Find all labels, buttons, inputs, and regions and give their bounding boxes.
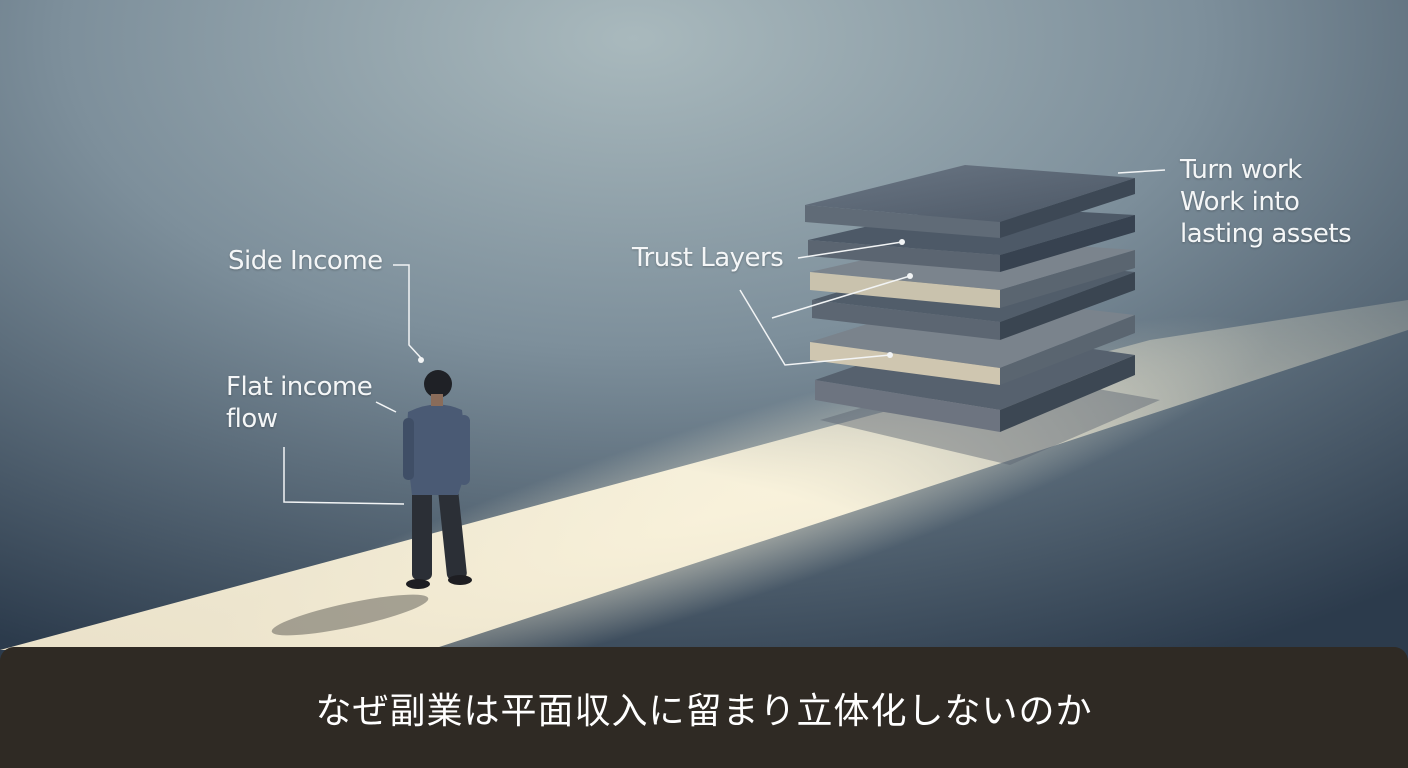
label-line: flow xyxy=(226,404,278,434)
label-turn-work: Turn work Work into lasting assets xyxy=(1180,154,1352,250)
label-line: Flat income xyxy=(226,372,373,402)
trust-layer-stack xyxy=(805,165,1135,432)
person-figure xyxy=(271,370,472,636)
label-trust-layers: Trust Layers xyxy=(632,243,784,273)
caption-text: なぜ副業は平面収入に留まり立体化しないのか xyxy=(315,690,1093,732)
leader-lines xyxy=(283,169,1166,505)
label-line: Turn work xyxy=(1180,155,1302,185)
label-side-income: Side Income xyxy=(228,246,383,276)
label-flat-income-flow: Flat income flow xyxy=(226,371,373,435)
label-line: Work into xyxy=(1180,187,1300,217)
caption-bar: なぜ副業は平面収入に留まり立体化しないのか xyxy=(0,647,1408,768)
label-line: lasting assets xyxy=(1180,219,1352,249)
